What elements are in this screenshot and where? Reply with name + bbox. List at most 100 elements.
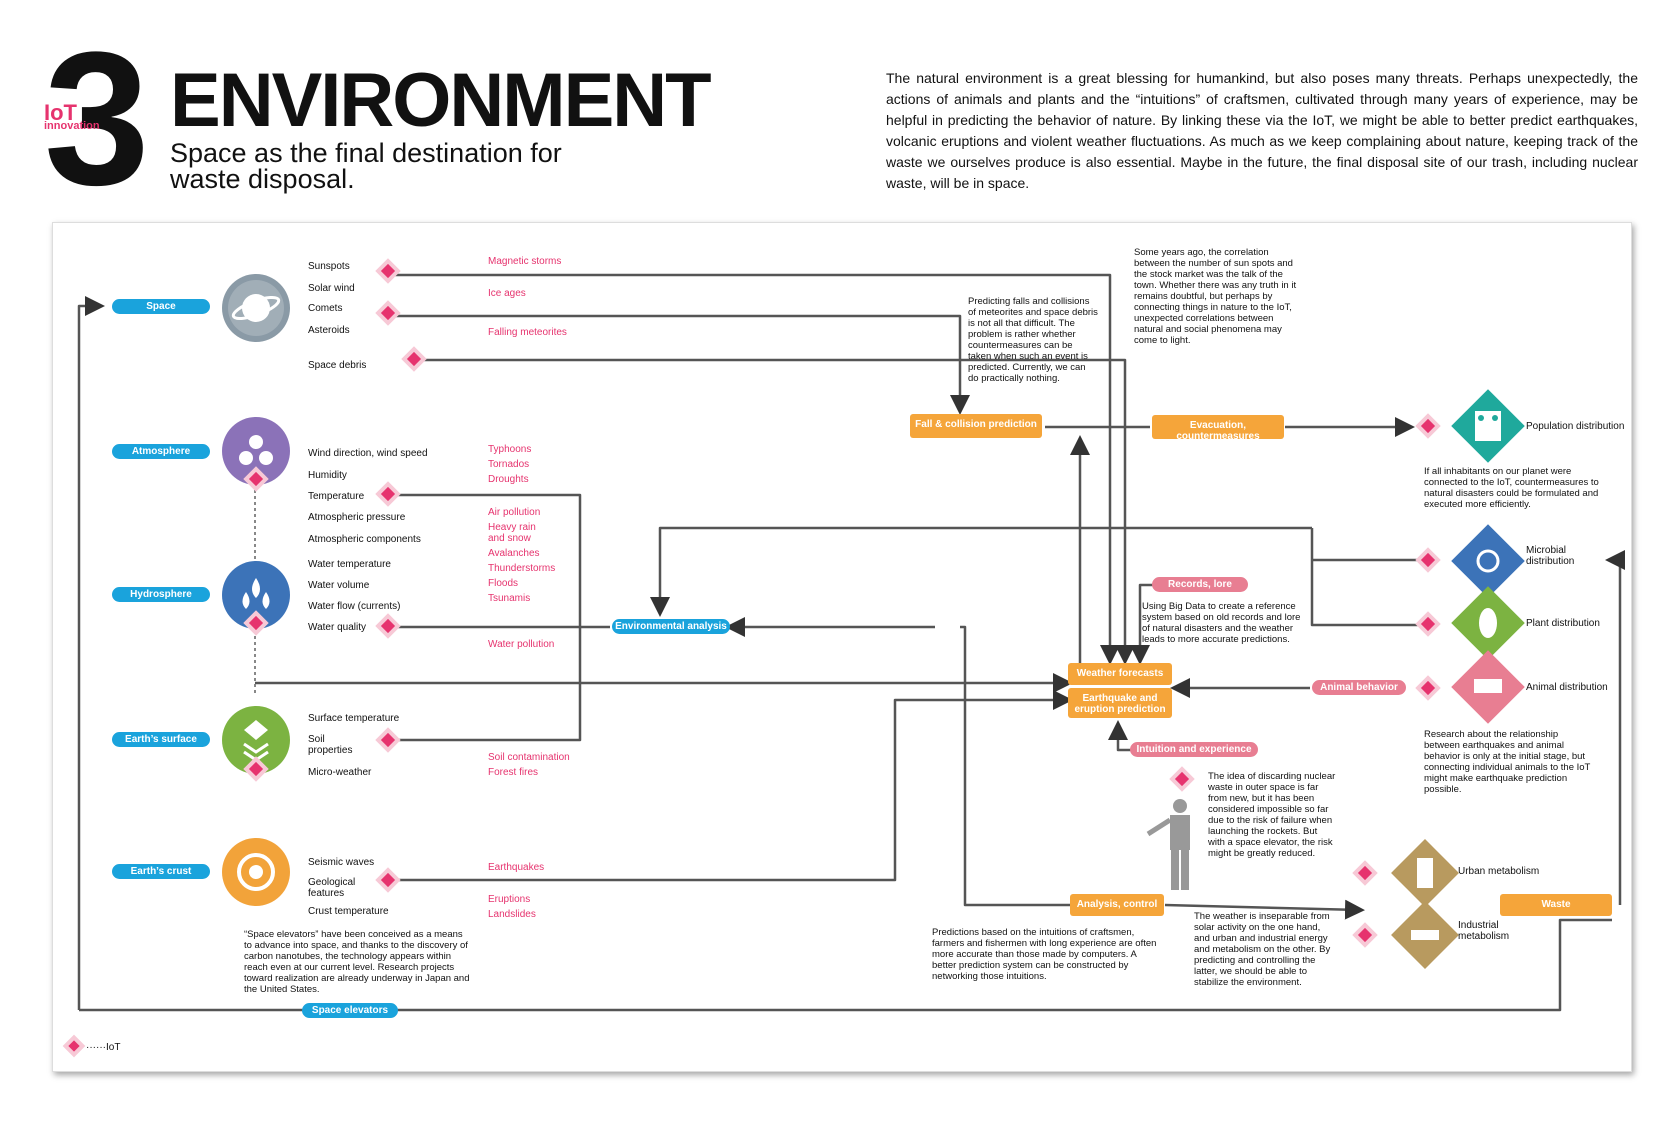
note-bigdata: Using Big Data to create a reference sys… (1142, 601, 1301, 645)
node-space-elevators: Space elevators (302, 1003, 398, 1018)
plant-layers-icon (222, 706, 290, 774)
iot-diamond-plant (1415, 611, 1441, 637)
iot-diamond-water (375, 613, 401, 639)
ph-thunder: Thunderstorms (488, 563, 556, 574)
item-surface-temp: Surface temperature (308, 713, 400, 724)
building-icon (1391, 839, 1459, 907)
iot-diamond-temp (375, 481, 401, 507)
item-seismic: Seismic waves (308, 857, 375, 868)
iot-diamond-animal (1415, 675, 1441, 701)
node-waste: Waste (1500, 894, 1612, 916)
node-animal-behavior: Animal behavior (1312, 680, 1406, 695)
ph-droughts: Droughts (488, 474, 529, 485)
ph-rain: Heavy rain and snow (488, 522, 536, 544)
item-components: Atmospheric components (308, 534, 421, 545)
label-plant: Plant distribution (1526, 618, 1600, 629)
item-geological: Geological features (308, 877, 356, 899)
ph-ice: Ice ages (488, 288, 526, 299)
ph-fires: Forest fires (488, 767, 539, 778)
iot-diamond-soil (375, 727, 401, 753)
note-intuition: Predictions based on the intuitions of c… (932, 927, 1157, 982)
legend-label: ······IoT (86, 1042, 121, 1053)
item-comets: Comets (308, 303, 343, 314)
node-analysis-control: Analysis, control (1070, 894, 1164, 916)
iot-diamond-hydro (243, 610, 269, 636)
ph-meteorites: Falling meteorites (488, 327, 567, 338)
note-weather: The weather is inseparable from solar ac… (1194, 911, 1331, 988)
node-records-lore: Records, lore (1152, 577, 1248, 592)
iot-diamond-geo (375, 867, 401, 893)
ph-water: Water pollution (488, 639, 555, 650)
item-water-flow: Water flow (currents) (308, 601, 401, 612)
ph-eruptions: Eruptions (488, 894, 531, 905)
cow-icon (1451, 650, 1525, 724)
people-icon (1451, 389, 1525, 463)
iot-diamond-comets (375, 300, 401, 326)
node-weather-forecasts: Weather forecasts (1068, 663, 1172, 685)
iot-diamond-micro (1415, 547, 1441, 573)
planet-icon (222, 274, 290, 342)
label-urban: Urban metabolism (1458, 866, 1540, 877)
note-population: If all inhabitants on our planet were co… (1424, 466, 1599, 510)
iot-diamond-intuition (1169, 766, 1195, 792)
iot-diamond-legend (62, 1034, 86, 1058)
iot-diamond-pop (1415, 413, 1441, 439)
item-space-debris: Space debris (308, 360, 367, 371)
ph-tornados: Tornados (488, 459, 530, 470)
item-asteroids: Asteroids (308, 325, 350, 336)
label-population: Population distribution (1526, 421, 1625, 432)
pill-space: Space (112, 299, 210, 314)
node-environmental-analysis: Environmental analysis (612, 619, 730, 634)
node-fall-prediction: Fall & collision prediction (910, 414, 1042, 438)
item-humidity: Humidity (308, 470, 347, 481)
intro-text: The natural environment is a great bless… (886, 70, 1638, 191)
atmosphere-icon (222, 417, 290, 485)
iot-label: IoT (44, 100, 77, 125)
pill-atmosphere: Atmosphere (112, 444, 210, 459)
item-wind: Wind direction, wind speed (308, 448, 428, 459)
node-evacuation: Evacuation, countermeasures (1152, 415, 1284, 442)
water-drop-icon (222, 561, 290, 629)
node-intuition: Intuition and experience (1130, 742, 1258, 757)
ph-floods: Floods (488, 578, 519, 589)
innovation-label: innovation (44, 120, 100, 132)
chapter-number: 3 (44, 13, 150, 225)
page-subtitle: Space as the final destination for waste… (170, 138, 562, 194)
iot-diamond-sunspots (375, 258, 401, 284)
item-water-temp: Water temperature (308, 559, 391, 570)
label-industrial: Industrial metabolism (1458, 920, 1510, 942)
iot-diamond-urban (1352, 860, 1378, 886)
item-sunspots: Sunspots (308, 261, 350, 272)
item-pressure: Atmospheric pressure (308, 512, 406, 523)
item-water-quality: Water quality (308, 622, 366, 633)
note-fall: Predicting falls and collisions of meteo… (968, 296, 1098, 384)
item-solar-wind: Solar wind (308, 283, 355, 294)
leaf-icon (1451, 586, 1525, 660)
legend-iot: IoT (105, 1042, 121, 1053)
item-micro-weather: Micro-weather (308, 767, 372, 778)
note-sunspots: Some years ago, the correlation between … (1134, 247, 1297, 346)
pill-earth-crust: Earth’s crust (112, 864, 210, 879)
note-nuclear: The idea of discarding nuclear waste in … (1208, 771, 1336, 859)
target-icon (222, 838, 290, 906)
label-microbial: Microbial distribution (1526, 545, 1575, 567)
ph-avalanches: Avalanches (488, 548, 540, 559)
note-animal: Research about the relationship between … (1424, 729, 1591, 795)
page-title: ENVIRONMENT (170, 58, 712, 143)
iot-diamond-surface (243, 756, 269, 782)
node-quake-prediction: Earthquake and eruption prediction (1068, 688, 1172, 718)
ph-typhoons: Typhoons (488, 444, 532, 455)
microbe-icon (1451, 524, 1525, 598)
person-icon (1146, 799, 1190, 890)
iot-diamond-atmo (243, 466, 269, 492)
ph-magnetic: Magnetic storms (488, 256, 562, 267)
pill-hydrosphere: Hydrosphere (112, 587, 210, 602)
iot-diamond-industrial (1352, 922, 1378, 948)
item-water-volume: Water volume (308, 580, 370, 591)
ph-landslides: Landslides (488, 909, 536, 920)
ph-earthquakes: Earthquakes (488, 862, 545, 873)
